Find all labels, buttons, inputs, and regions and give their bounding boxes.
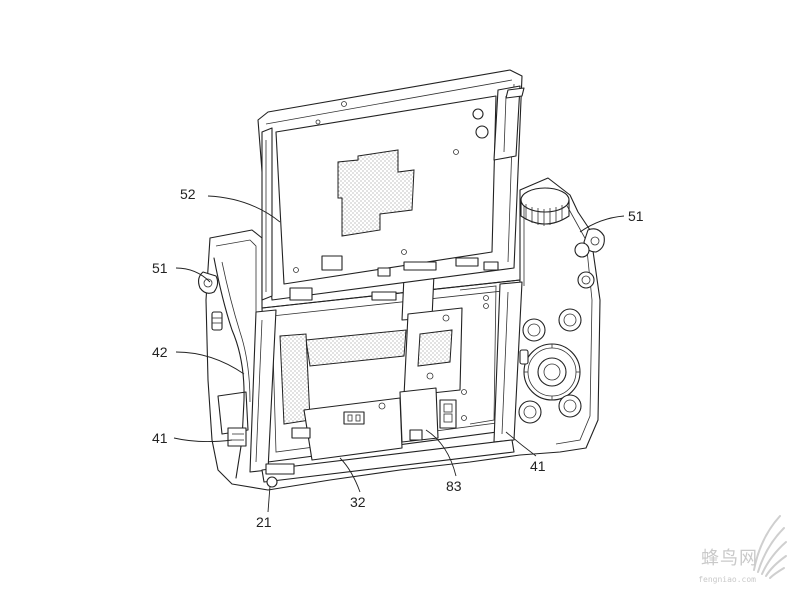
- flex-cable-32: [279, 329, 407, 461]
- callout-52: 52: [180, 186, 196, 202]
- callout-41-right: 41: [530, 458, 546, 474]
- callout-42: 42: [152, 344, 168, 360]
- fengniao-logo-icon: [753, 515, 787, 579]
- callout-21: 21: [256, 514, 272, 530]
- board-83: [399, 273, 497, 443]
- watermark-brand: 蜂鸟网: [701, 548, 758, 569]
- callout-41-left: 41: [152, 430, 168, 446]
- callout-51-right: 51: [628, 208, 644, 224]
- monitor-panel-52: [257, 69, 525, 301]
- camera-body: [197, 177, 605, 491]
- leader-lines: [173, 195, 625, 513]
- tilt-hinge-frame: [249, 279, 523, 488]
- callout-83: 83: [446, 478, 462, 494]
- watermark-url: fengniao.com: [698, 575, 756, 584]
- callout-51-left: 51: [152, 260, 168, 276]
- callout-32: 32: [350, 494, 366, 510]
